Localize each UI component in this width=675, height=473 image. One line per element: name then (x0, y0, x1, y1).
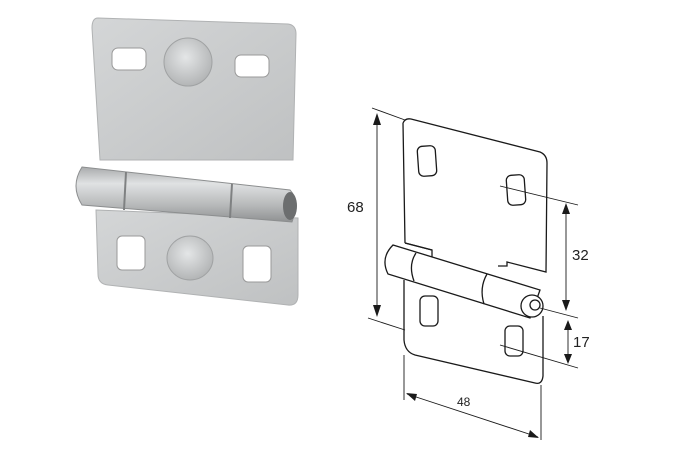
dimension-width: 48 (457, 395, 471, 409)
top-rivet (163, 37, 213, 87)
top-slot-right (234, 54, 270, 78)
bottom-slot-right (242, 245, 272, 283)
dimension-height: 68 (347, 199, 364, 216)
dimension-hole-offset: 17 (573, 334, 590, 351)
top-slot-left (111, 47, 147, 71)
hinge-drawing (367, 107, 579, 440)
barrel-end (283, 192, 297, 220)
bottom-rivet (166, 235, 214, 281)
bottom-slot-left (116, 235, 146, 271)
dimension-hole-spacing: 32 (572, 247, 589, 264)
hinge-photo (75, 17, 299, 306)
